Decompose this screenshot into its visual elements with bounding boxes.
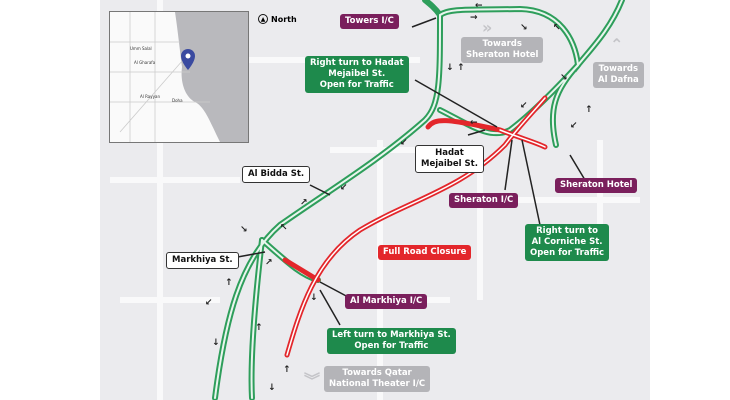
right-turn-hadat-label: Right turn to Hadat Mejaibel St. Open fo… — [305, 56, 409, 93]
svg-text:↓: ↓ — [268, 383, 276, 393]
left-turn-markhiya-label: Left turn to Markhiya St. Open for Traff… — [327, 328, 456, 354]
towards-sheraton-label: Towards Sheraton Hotel — [461, 37, 544, 63]
sheraton-hotel-label: Sheraton Hotel — [555, 178, 638, 193]
svg-text:︾: ︾ — [304, 371, 320, 390]
svg-text:↑: ↑ — [225, 278, 233, 288]
north-indicator: ▲ North — [258, 14, 297, 24]
hadat-mejaibel-label: Hadat Mejaibel St. — [415, 145, 484, 173]
inset-place: Al Gharafa — [134, 60, 156, 65]
location-inset-map: Umm Salal Al Gharafa Al Rayyan Doha — [109, 11, 249, 143]
svg-text:↘: ↘ — [520, 23, 528, 33]
svg-text:↑: ↑ — [255, 323, 263, 333]
svg-text:↙: ↙ — [570, 121, 578, 131]
full-road-closure-label: Full Road Closure — [378, 245, 472, 260]
towards-theater-label: Towards Qatar National Theater I/C — [324, 366, 431, 392]
svg-text:↙: ↙ — [340, 183, 348, 193]
traffic-arrows: ↓↑→ ←↘↖ ↘↑↙ ↙←↙ ↙↗↖ ↘↗↑ ↙↓↑ ↓↑↓ — [205, 1, 593, 393]
svg-text:↑: ↑ — [457, 63, 465, 73]
inset-place: Al Rayyan — [140, 94, 160, 99]
north-label: North — [271, 14, 297, 24]
al-bidda-label: Al Bidda St. — [242, 166, 311, 183]
al-markhiya-ic-label: Al Markhiya I/C — [345, 294, 428, 309]
svg-text:↗: ↗ — [265, 258, 273, 268]
closed-roads — [282, 95, 548, 358]
svg-text:←: ← — [475, 1, 483, 11]
svg-text:→: → — [470, 13, 478, 23]
sheraton-ic-label: Sheraton I/C — [449, 193, 519, 208]
svg-text:↘: ↘ — [560, 73, 568, 83]
svg-text:↓: ↓ — [310, 293, 318, 303]
svg-text:←: ← — [470, 118, 478, 128]
towards-dafna-label: Towards Al Dafna — [593, 62, 644, 88]
svg-text:↓: ↓ — [212, 338, 220, 348]
svg-text:↙: ↙ — [400, 138, 408, 148]
svg-text:↗: ↗ — [300, 198, 308, 208]
direction-chevrons: » ⌃ ︾ — [304, 18, 623, 390]
svg-text:↓: ↓ — [446, 63, 454, 73]
right-turn-corniche-label: Right turn to Al Corniche St. Open for T… — [525, 224, 610, 261]
towers-ic-label: Towers I/C — [340, 14, 399, 29]
inset-place: Doha — [172, 98, 183, 103]
inset-map-graphic — [110, 12, 248, 142]
open-roads — [212, 0, 625, 400]
north-arrow-icon: ▲ — [258, 14, 268, 24]
svg-text:⌃: ⌃ — [610, 35, 623, 54]
svg-text:↙: ↙ — [205, 298, 213, 308]
svg-text:↙: ↙ — [520, 101, 528, 111]
svg-text:↖: ↖ — [280, 223, 288, 233]
inset-place: Umm Salal — [130, 46, 152, 51]
markhiya-st-label: Markhiya St. — [166, 252, 239, 269]
svg-text:↑: ↑ — [283, 365, 291, 375]
location-pin-icon — [181, 49, 195, 70]
svg-text:»: » — [482, 18, 492, 37]
svg-text:↘: ↘ — [240, 225, 248, 235]
svg-text:↑: ↑ — [585, 105, 593, 115]
svg-text:↖: ↖ — [553, 23, 561, 33]
